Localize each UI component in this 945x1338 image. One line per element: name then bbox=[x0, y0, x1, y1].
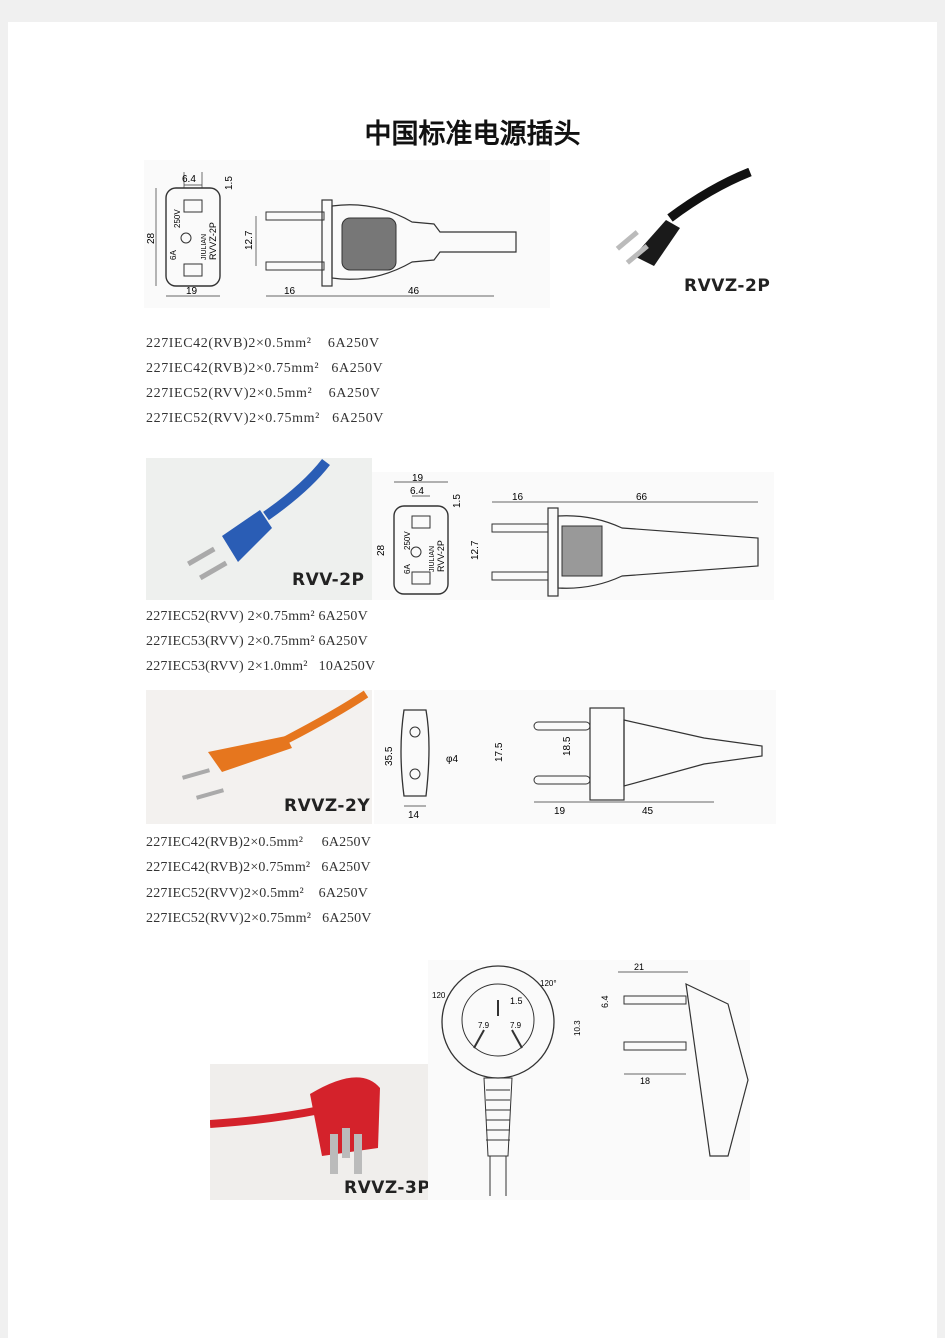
dim-1-5: 1.5 bbox=[510, 996, 523, 1006]
dim-6-4: 6.4 bbox=[410, 486, 424, 497]
spec-line: 227IEC52(RVV)2×0.5mm² 6A250V bbox=[146, 886, 369, 901]
spec-line: 227IEC42(RVB)2×0.5mm² 6A250V bbox=[146, 835, 372, 850]
rvvz-2p-label: RVVZ-2P bbox=[684, 276, 771, 296]
face-text-model: RVV-2P bbox=[436, 540, 446, 572]
dim-19: 19 bbox=[186, 286, 198, 297]
spec-line: 227IEC42(RVB)2×0.75mm² 6A250V bbox=[146, 860, 371, 875]
dim-16: 16 bbox=[512, 492, 524, 503]
dim-19: 19 bbox=[412, 473, 424, 484]
dim-66: 66 bbox=[636, 492, 648, 503]
rvvz-2y-label: RVVZ-2Y bbox=[284, 796, 371, 816]
dim-18-5: 18.5 bbox=[562, 736, 573, 756]
dim-35-5: 35.5 bbox=[384, 746, 395, 766]
dim-12-7: 12.7 bbox=[470, 540, 481, 560]
spec-line: 227IEC42(RVB)2×0.5mm² 6A250V bbox=[146, 336, 380, 351]
face-text-250v: 250V bbox=[403, 531, 412, 550]
dim-12-7: 12.7 bbox=[244, 230, 255, 250]
spec-line: 227IEC53(RVV) 2×0.75mm² 6A250V bbox=[146, 634, 368, 649]
face-text-250v: 250V bbox=[173, 209, 182, 228]
dim-21: 21 bbox=[634, 962, 644, 972]
dim-6-4: 6.4 bbox=[600, 995, 610, 1008]
rvvz-2p-photo bbox=[615, 168, 752, 266]
dim-18: 18 bbox=[640, 1076, 650, 1086]
dim-46: 46 bbox=[408, 286, 420, 297]
dim-120: 120 bbox=[432, 991, 446, 1000]
spec-line: 227IEC52(RVV)2×0.5mm² 6A250V bbox=[146, 386, 381, 401]
rvv-2p-label: RVV-2P bbox=[292, 570, 365, 590]
dim-7-9-left: 7.9 bbox=[478, 1021, 490, 1030]
rvvz-3p-drawing: 120 120° 1.5 7.9 7.9 10.3 21 6.4 18 bbox=[428, 960, 750, 1200]
dim-7-9-right: 7.9 bbox=[510, 1021, 522, 1030]
dim-120-deg: 120° bbox=[540, 979, 557, 988]
page-title: 中国标准电源插头 bbox=[364, 119, 581, 150]
rvv-2p-photo bbox=[146, 458, 372, 600]
rvvz-3p-photo bbox=[210, 1064, 428, 1200]
rvvz-3p-label: RVVZ-3P bbox=[344, 1178, 431, 1198]
dim-28: 28 bbox=[376, 544, 387, 556]
face-text-model: RVVZ-2P bbox=[208, 222, 218, 260]
dim-phi-4: φ4 bbox=[446, 754, 458, 765]
face-text-brand: JIULIAN bbox=[201, 234, 208, 260]
spec-line: 227IEC42(RVB)2×0.75mm² 6A250V bbox=[146, 361, 384, 376]
face-text-6a: 6A bbox=[403, 564, 412, 574]
spec-line: 227IEC52(RVV) 2×0.75mm² 6A250V bbox=[146, 609, 368, 624]
dim-19: 19 bbox=[554, 806, 566, 817]
spec-line: 227IEC52(RVV)2×0.75mm² 6A250V bbox=[146, 411, 385, 426]
face-text-6a: 6A bbox=[169, 250, 178, 260]
dim-14: 14 bbox=[408, 810, 420, 821]
spec-line: 227IEC53(RVV) 2×1.0mm² 10A250V bbox=[146, 659, 376, 674]
face-text-brand: JIULIAN bbox=[429, 546, 436, 572]
dim-6-4: 6.4 bbox=[182, 174, 196, 185]
dim-45: 45 bbox=[642, 806, 654, 817]
rvv-2p-drawing: 6A 250V JIULIAN RVV-2P 19 6.4 1.5 28 12.… bbox=[372, 472, 774, 600]
dim-17-5: 17.5 bbox=[494, 742, 505, 762]
dim-1-5: 1.5 bbox=[452, 494, 463, 508]
dim-28: 28 bbox=[146, 232, 157, 244]
dim-10-3: 10.3 bbox=[573, 1020, 582, 1036]
dim-16: 16 bbox=[284, 286, 296, 297]
spec-line: 227IEC52(RVV)2×0.75mm² 6A250V bbox=[146, 911, 372, 926]
rvvz-2y-drawing: 35.5 φ4 14 17.5 18.5 19 45 bbox=[374, 690, 776, 824]
dim-1-5: 1.5 bbox=[224, 176, 235, 190]
rvvz-2p-drawing: 6A 250V JIULIAN RVVZ-2P 6.4 1.5 28 19 12… bbox=[144, 160, 550, 308]
rvvz-2y-photo bbox=[146, 690, 372, 824]
